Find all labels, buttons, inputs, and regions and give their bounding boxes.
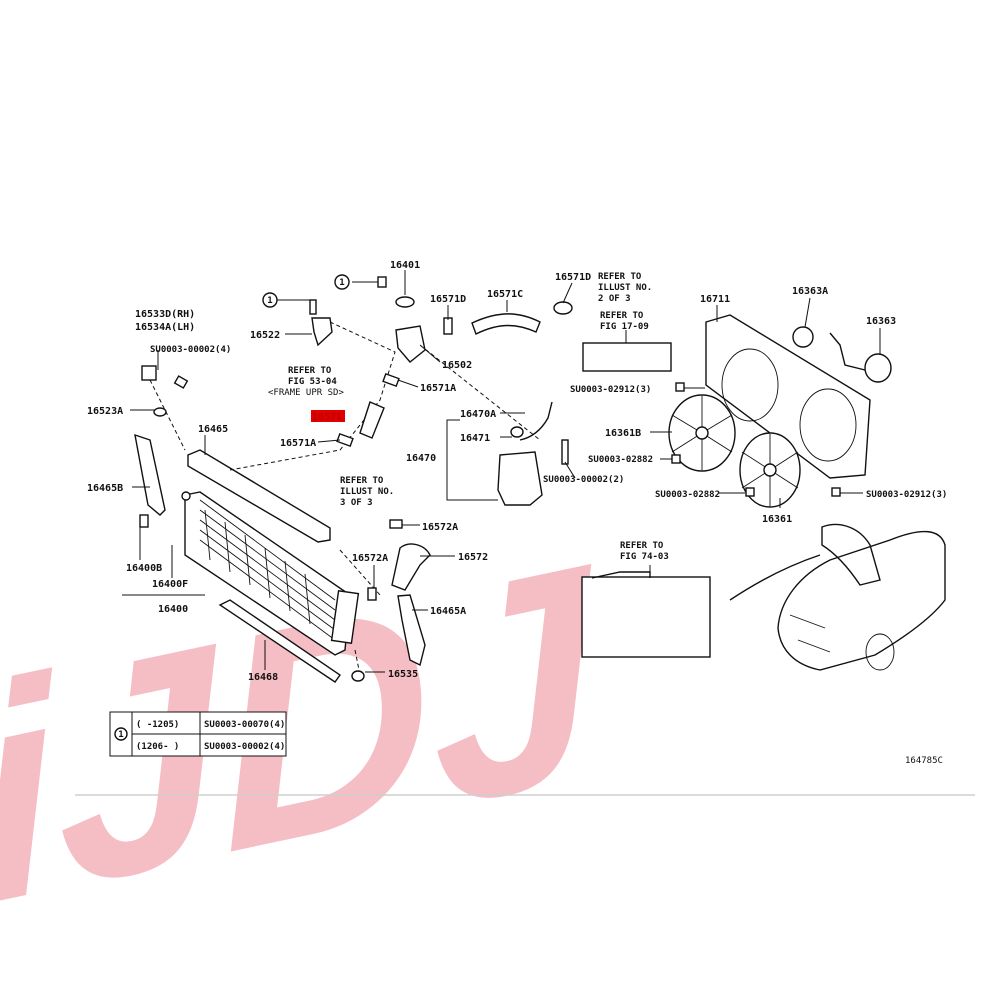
label-16571C: 16571C xyxy=(487,289,523,300)
ref-fig17-line1: REFER TO xyxy=(600,311,644,321)
fan-16361 xyxy=(739,432,801,508)
callout-markers: 1 1 xyxy=(262,274,350,308)
ref-fig53-line2: FIG 53-04 xyxy=(288,377,337,387)
ref-fig74-line2: FIG 74-03 xyxy=(620,552,669,562)
legend-row1-range: ( -1205) xyxy=(136,720,179,730)
label-16470A: 16470A xyxy=(460,409,496,420)
ref-illust2-line3: 2 OF 3 xyxy=(598,294,631,304)
label-16502: 16502 xyxy=(442,360,472,371)
hose-clamp-16571D xyxy=(553,301,573,315)
label-16572: 16572 xyxy=(458,552,488,563)
fan-motor xyxy=(792,326,892,383)
ref-illust3-line1: REFER TO xyxy=(340,476,384,486)
callout-marker-1: 1 xyxy=(267,296,272,306)
label-16400F: 16400F xyxy=(152,579,188,590)
ref-illust2-line2: ILLUST NO. xyxy=(598,283,652,293)
label-16571-highlighted: 16571 xyxy=(312,412,342,423)
legend-marker: 1 xyxy=(118,730,123,740)
legend-row1-part: SU0003-00070(4) xyxy=(204,720,285,730)
callout-marker-2: 1 xyxy=(339,278,344,288)
ref-fig53-line1: REFER TO xyxy=(288,366,332,376)
label-16571D-right: 16571D xyxy=(555,272,591,283)
label-16363: 16363 xyxy=(866,316,896,327)
label-16711: 16711 xyxy=(700,294,730,305)
label-bolt-su0003-00002-2: SU0003-00002(2) xyxy=(543,475,624,485)
label-16523A: 16523A xyxy=(87,406,123,417)
label-16535: 16535 xyxy=(388,669,418,680)
label-16401: 16401 xyxy=(390,260,420,271)
leader-lines xyxy=(122,270,881,673)
side-seal-a xyxy=(397,594,426,667)
label-16468: 16468 xyxy=(248,672,278,683)
label-16522: 16522 xyxy=(250,330,280,341)
vehicle-outline xyxy=(729,523,946,671)
legend-table: 1 ( -1205) SU0003-00070(4) (1206- ) SU00… xyxy=(109,711,287,757)
fan-16361B xyxy=(668,394,736,472)
legend-row2-range: (1206- ) xyxy=(136,742,179,752)
label-bolt-su0003-02882-lower: SU0003-02882 xyxy=(655,490,720,500)
label-bolt-su0003-02912-3-lower: SU0003-02912(3) xyxy=(866,490,947,500)
highlight-box xyxy=(311,410,345,422)
label-16571A-upper: 16571A xyxy=(420,383,456,394)
reservoir-16470 xyxy=(497,401,569,506)
label-16572A-lower: 16572A xyxy=(352,553,388,564)
bracket-16522 xyxy=(309,299,333,347)
ref-fig17-line2: FIG 17-09 xyxy=(600,322,649,332)
lower-hose-16571 xyxy=(336,372,400,448)
label-16471: 16471 xyxy=(460,433,490,444)
label-16534A: 16534A(LH) xyxy=(135,322,195,333)
lower-seal xyxy=(218,599,341,683)
part-labels: 16401 16522 16571D 16571C 16571D 16502 1… xyxy=(87,260,947,683)
upper-hose xyxy=(471,313,541,335)
ref-illust3-line3: 3 OF 3 xyxy=(340,498,373,508)
radiator-core xyxy=(181,491,360,656)
ref-illust2-line1: REFER TO xyxy=(598,272,642,282)
label-16470: 16470 xyxy=(406,453,436,464)
diagram-id: 164785C xyxy=(905,756,943,766)
label-bolt-su0003-00002-4: SU0003-00002(4) xyxy=(150,345,231,355)
label-16400: 16400 xyxy=(158,604,188,615)
reference-panel xyxy=(581,571,711,658)
filler-neck xyxy=(395,296,453,363)
reference-strip xyxy=(582,342,672,372)
label-bolt-su0003-02912-3-upper: SU0003-02912(3) xyxy=(570,385,651,395)
fasteners xyxy=(139,276,841,682)
label-16572A-upper: 16572A xyxy=(422,522,458,533)
label-16465: 16465 xyxy=(198,424,228,435)
label-bolt-su0003-02882-upper: SU0003-02882 xyxy=(588,455,653,465)
label-16361B: 16361B xyxy=(605,428,641,439)
upper-seal xyxy=(187,449,331,543)
fan-shroud-16711 xyxy=(705,314,871,479)
label-16571D-left: 16571D xyxy=(430,294,466,305)
side-seal-b xyxy=(134,433,166,516)
label-16465A: 16465A xyxy=(430,606,466,617)
label-16465B: 16465B xyxy=(87,483,123,494)
label-16533D: 16533D(RH) xyxy=(135,309,195,320)
label-16571A-lower: 16571A xyxy=(280,438,316,449)
label-16363A: 16363A xyxy=(792,286,828,297)
label-16361: 16361 xyxy=(762,514,792,525)
ref-fig53-line3: <FRAME UPR SD> xyxy=(268,388,344,398)
ref-illust3-line2: ILLUST NO. xyxy=(340,487,394,497)
ref-fig74-line1: REFER TO xyxy=(620,541,664,551)
legend-row2-part: SU0003-00002(4) xyxy=(204,742,285,752)
label-16400B: 16400B xyxy=(126,563,162,574)
reference-notes: REFER TO FIG 53-04 <FRAME UPR SD> REFER … xyxy=(268,272,669,562)
